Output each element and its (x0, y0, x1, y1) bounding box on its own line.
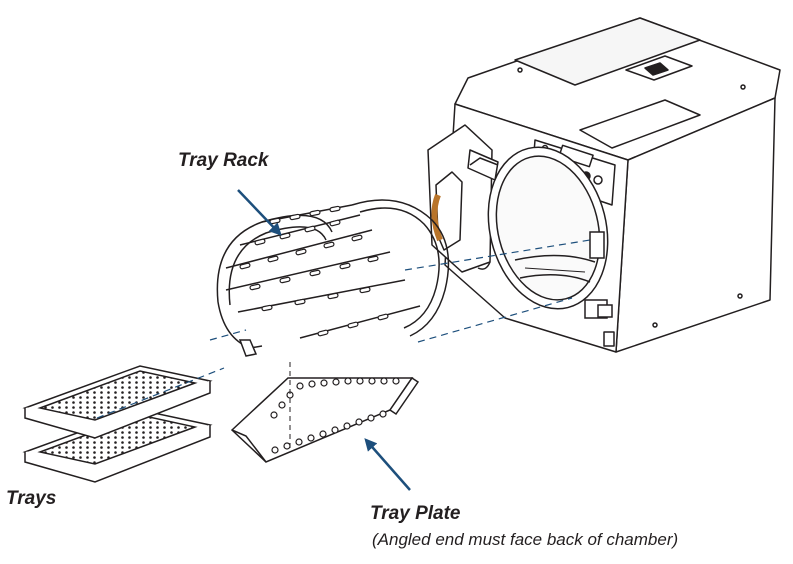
insertion-guide-lines (96, 239, 591, 452)
tray-rack (216, 199, 450, 357)
tray-rack-label: Tray Rack (178, 150, 269, 171)
chamber-opening (477, 146, 613, 319)
tray-plate-note: (Angled end must face back of chamber) (372, 530, 679, 549)
autoclave-door (427, 124, 499, 273)
trays (22, 365, 213, 483)
tray-plate-label: Tray Plate (370, 503, 461, 524)
tray-plate-arrow (364, 438, 411, 491)
tray-plate (230, 376, 420, 463)
trays-label: Trays (6, 488, 57, 509)
door-gasket (431, 193, 443, 242)
tray-rack-arrow (237, 189, 282, 236)
